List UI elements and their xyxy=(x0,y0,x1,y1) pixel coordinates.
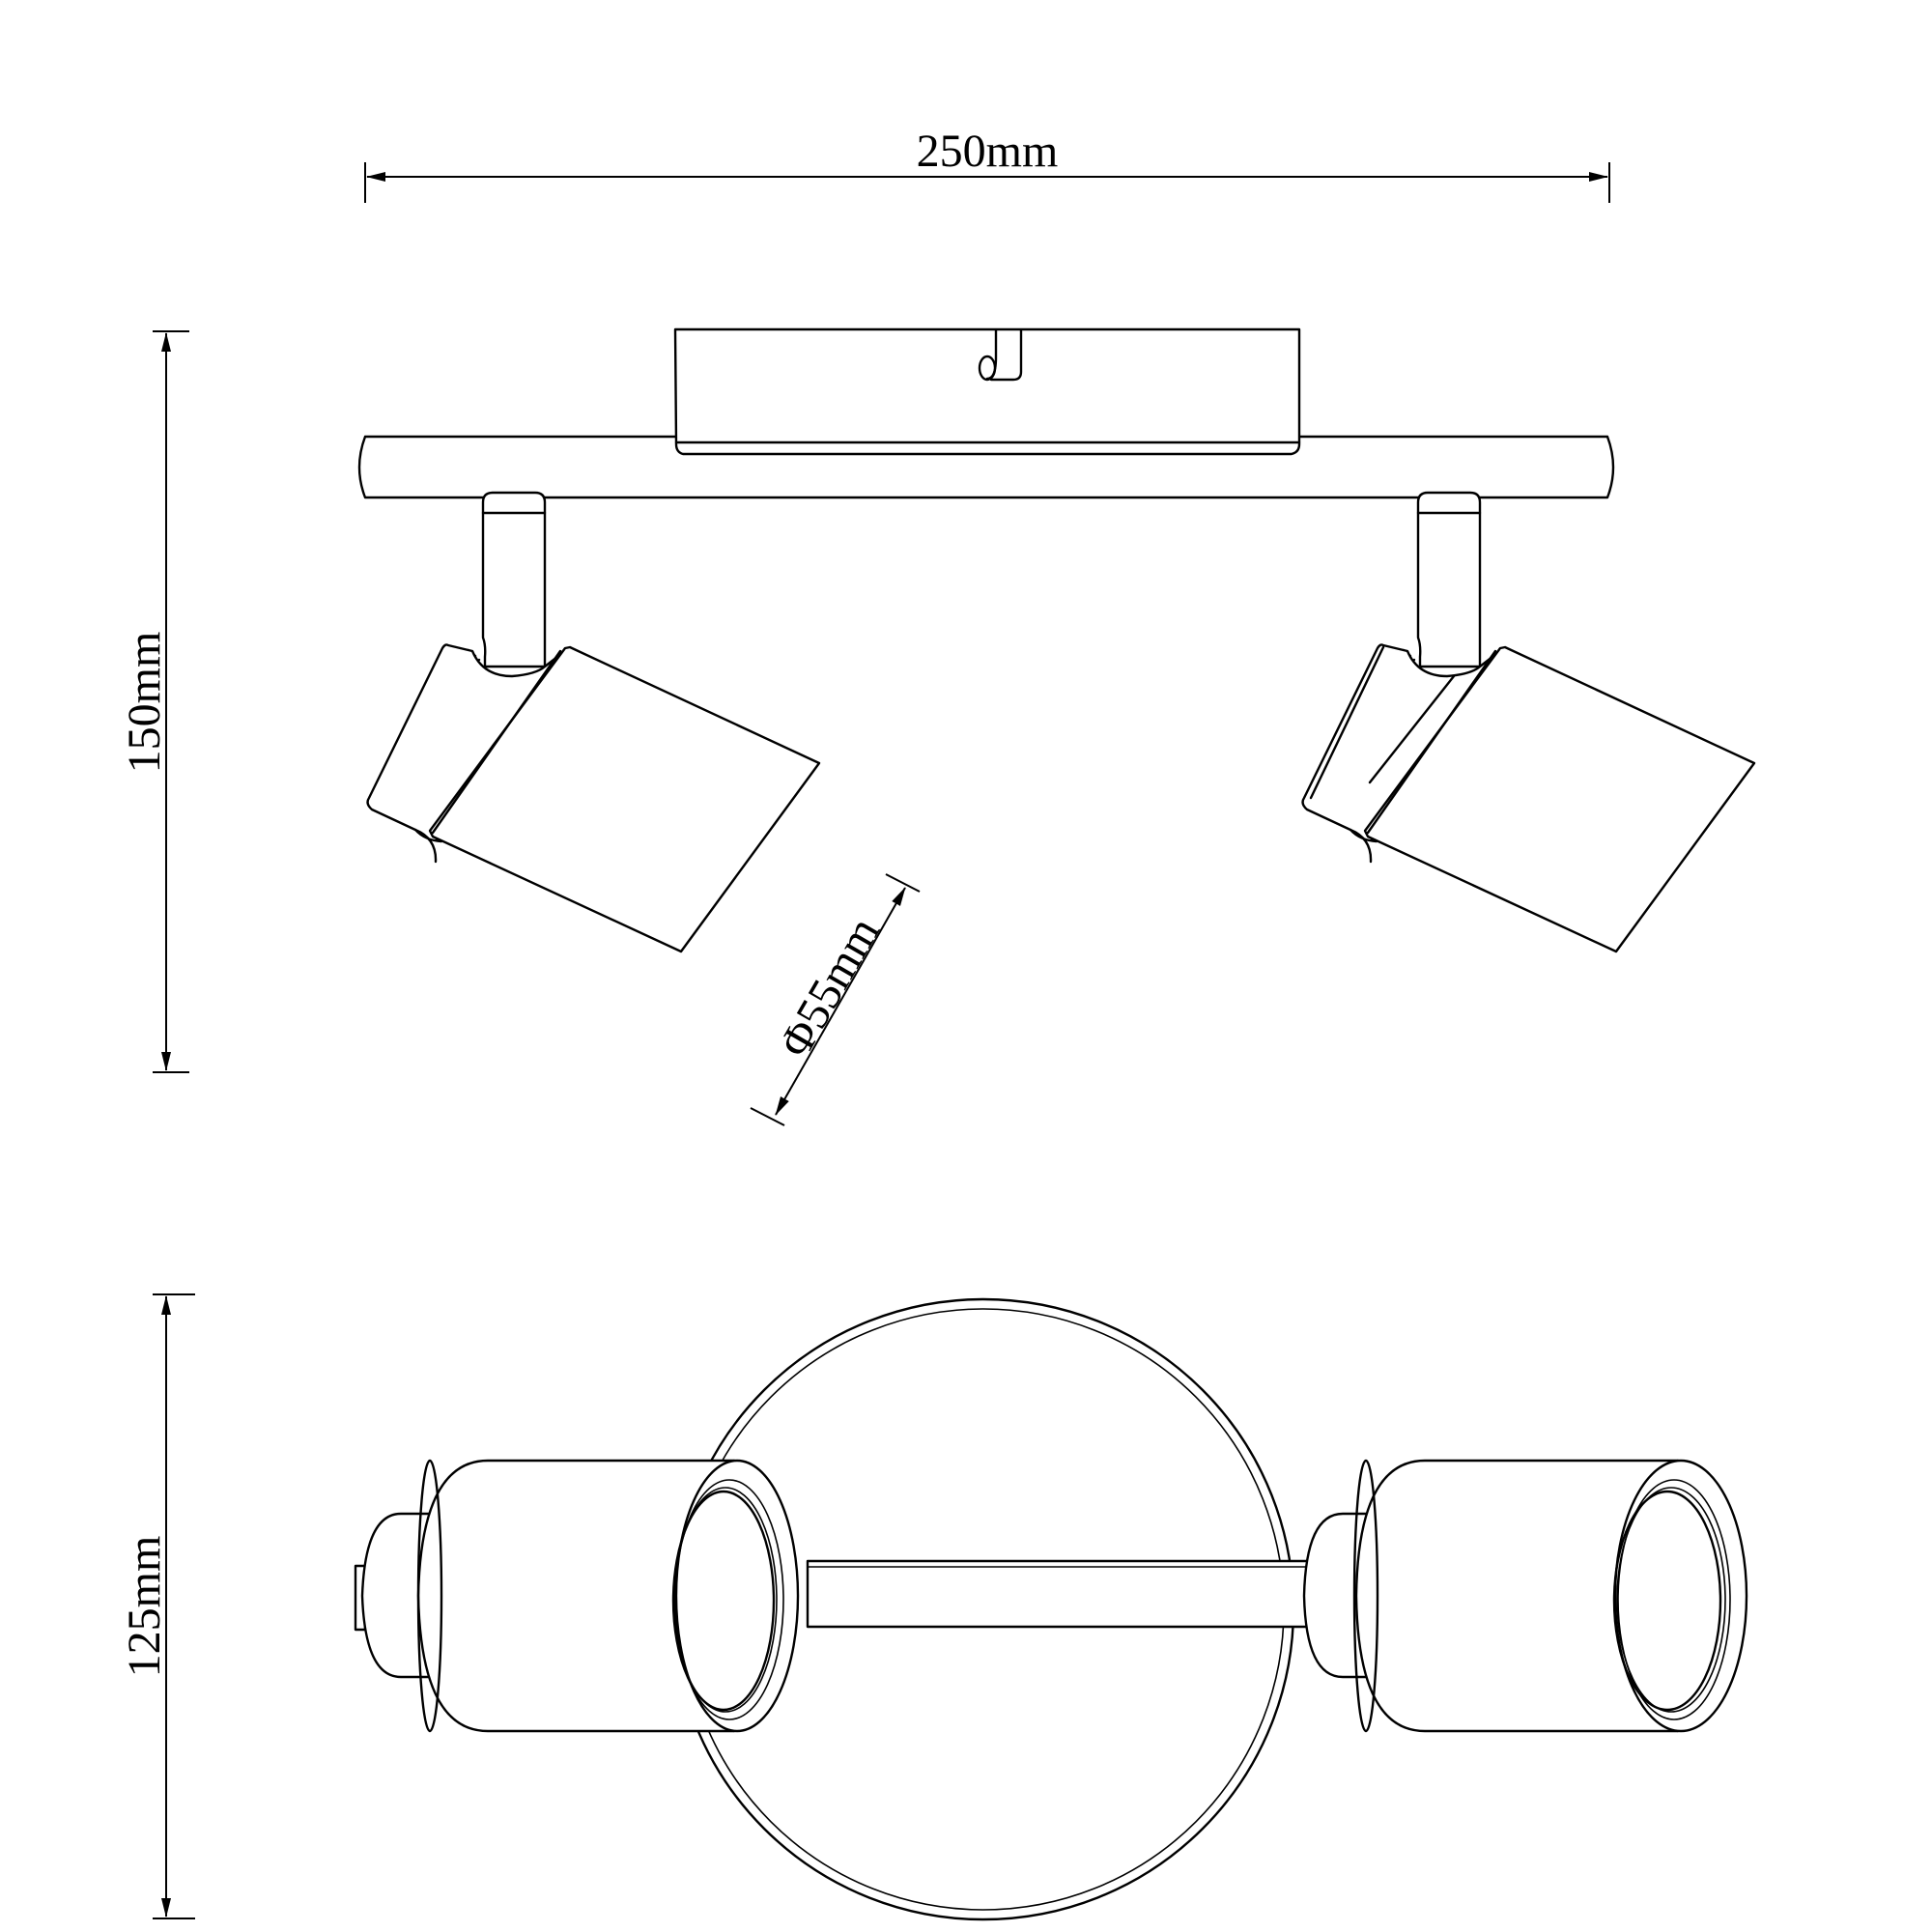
height-dimension: 150mm xyxy=(119,330,189,1073)
diameter-arrow-line xyxy=(775,887,906,1116)
front-view xyxy=(357,327,1756,953)
extension-line-b xyxy=(750,1107,785,1126)
extension-line-a xyxy=(885,873,921,893)
depth-dimension: 125mm xyxy=(119,1293,195,1919)
spotlight-right xyxy=(1301,491,1756,953)
cable-hole-icon xyxy=(978,355,997,382)
ceiling-canopy xyxy=(673,327,1301,456)
height-label: 150mm xyxy=(119,632,170,774)
width-dimension: 250mm xyxy=(364,126,1610,203)
diameter-label: Φ55mm xyxy=(769,909,890,1066)
shade-diameter-dimension: Φ55mm xyxy=(750,873,921,1126)
depth-label: 125mm xyxy=(119,1536,170,1678)
spotlight-left-top-view xyxy=(354,1459,800,1733)
bottom-view xyxy=(354,1297,1748,1921)
bar-top-view xyxy=(806,1559,1312,1629)
spotlight-right-top-view xyxy=(1302,1459,1748,1733)
width-label: 250mm xyxy=(917,126,1059,177)
spotlight-left xyxy=(366,491,821,953)
